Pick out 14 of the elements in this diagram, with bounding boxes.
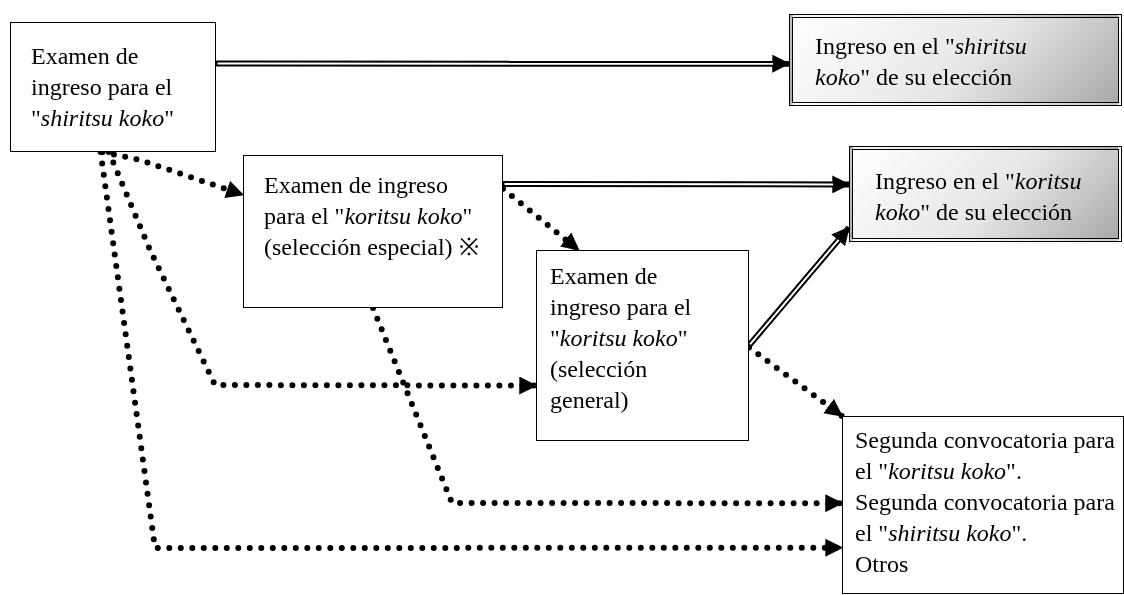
result-box <box>849 146 1122 242</box>
box-text: Examen de ingreso para el "koritsu koko" (selección general) <box>550 262 693 415</box>
result-box <box>789 14 1122 106</box>
box-text: Examen de ingreso para el "shiritsu koko" <box>31 42 175 133</box>
process-box <box>536 250 749 441</box>
box-text: Otros <box>855 550 910 579</box>
process-box <box>10 22 216 152</box>
box-text: Segunda convocatoria para el "shiritsu koko". <box>855 488 1116 548</box>
box-text: Ingreso en el "shiritsu koko" de su elección <box>815 32 1028 92</box>
box-text: Ingreso en el "koritsu koko" de su elección <box>875 167 1083 227</box>
process-box <box>243 155 503 308</box>
process-box <box>842 416 1124 594</box>
box-text: Segunda convocatoria para el "koritsu koko". <box>855 426 1116 486</box>
box-text: Examen de ingreso para el "koritsu koko" (selección especial) ※ <box>264 171 480 262</box>
